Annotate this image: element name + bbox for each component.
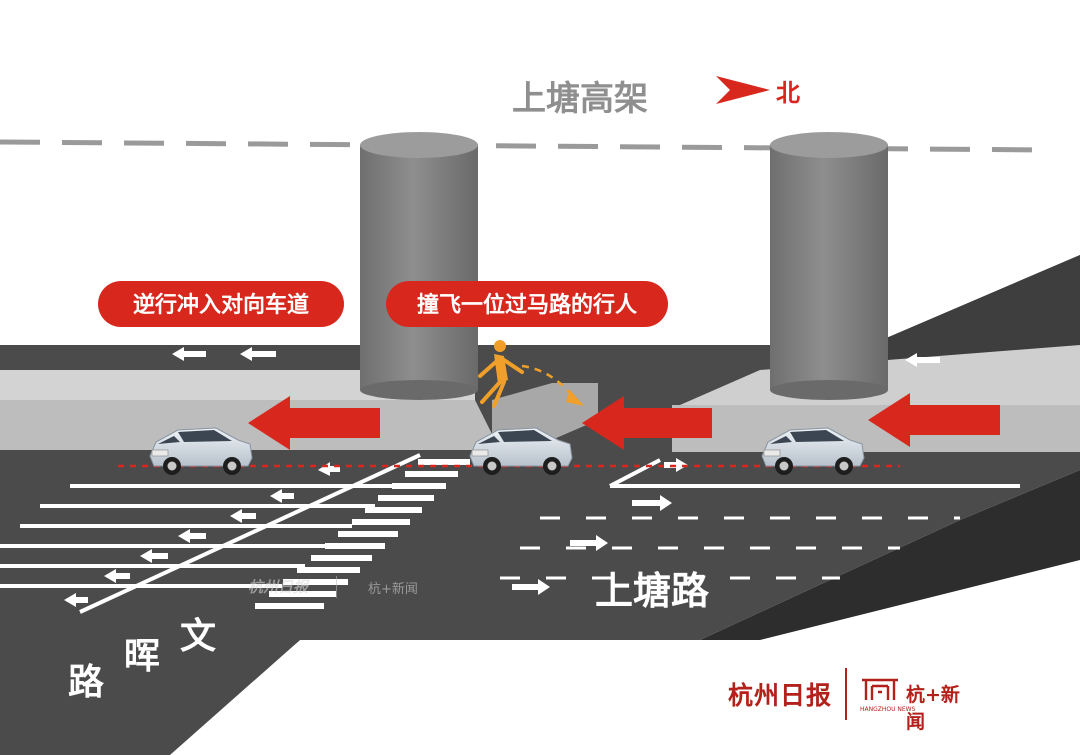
north-arrow-icon	[716, 76, 770, 104]
watermark-paper-name: 杭州日报	[248, 578, 309, 596]
pillar-right	[770, 132, 888, 400]
pillar-left	[360, 132, 478, 400]
road-name-wenhui-char-2: 晖	[124, 636, 160, 677]
watermark-divider	[336, 576, 337, 598]
zebra-crossing	[255, 459, 470, 609]
brand-app-name: 杭+新闻	[906, 684, 960, 733]
brand-paper-name: 杭州日报	[728, 681, 833, 710]
road-name-wenhui-char-1: 文	[180, 616, 216, 657]
callout-right: 撞飞一位过马路的行人	[386, 281, 668, 327]
lane-arrows-left	[64, 462, 340, 607]
pedestrian-hit-icon	[478, 340, 584, 408]
callout-left-text: 逆行冲入对向车道	[133, 292, 309, 318]
median-right-front	[672, 405, 1080, 452]
elevated-road-line	[0, 139, 1051, 153]
north-label: 北	[776, 79, 800, 107]
brand-logo: 杭州日报 HANGZHOU NEWS 杭+新闻	[728, 668, 978, 733]
median-top	[0, 370, 475, 400]
median-front	[0, 400, 500, 450]
watermark-app-name: 杭+新闻	[368, 582, 418, 597]
big-left-arrow-icon	[248, 393, 1000, 450]
callout-right-text: 撞飞一位过马路的行人	[417, 292, 637, 318]
lane-lines-left	[0, 453, 421, 614]
callout-left: 逆行冲入对向车道	[98, 281, 344, 327]
watermark: 杭州日报 杭+新闻	[248, 576, 438, 600]
brand-divider	[845, 668, 847, 720]
far-lane-arrows	[172, 347, 940, 367]
brand-emblem-icon	[862, 678, 898, 700]
lane-lines-right	[500, 458, 1020, 580]
brand-sub-text: HANGZHOU NEWS	[860, 706, 916, 713]
road-name-wenhui-char-3: 路	[68, 662, 105, 703]
elevated-road-label: 上塘高架	[512, 79, 648, 119]
road-name-shangtang: 上塘路	[595, 569, 710, 613]
